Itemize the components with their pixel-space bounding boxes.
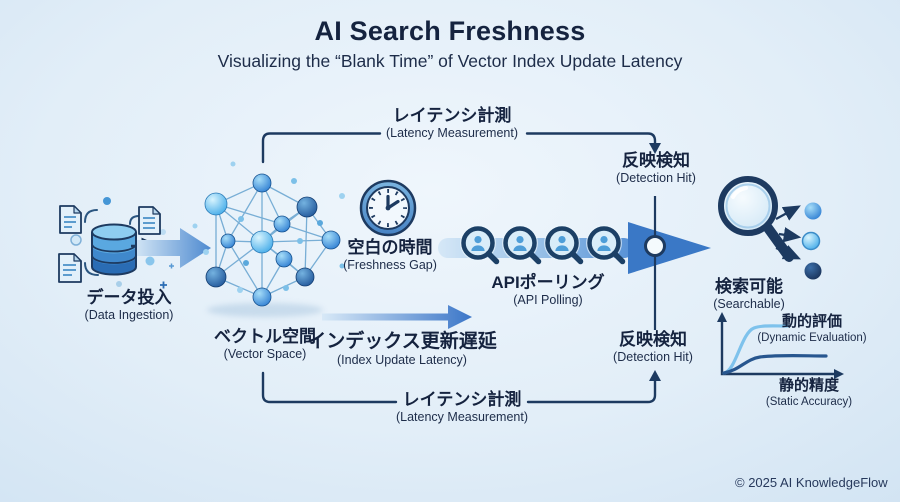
axis-arrow-icon xyxy=(717,312,727,322)
latency-bracket-top xyxy=(261,132,661,164)
detection-hit-node-icon xyxy=(644,235,666,257)
document-icon xyxy=(58,253,82,283)
result-arrows xyxy=(775,205,802,260)
label-index-latency-en: (Index Update Latency) xyxy=(337,353,467,368)
result-node-icon xyxy=(801,231,821,251)
label-index-update-latency: インデックス更新遅延 (Index Update Latency) xyxy=(307,331,496,369)
label-vector-space-en: (Vector Space) xyxy=(223,347,307,362)
label-detection-bottom-en: (Detection Hit) xyxy=(613,350,693,365)
axis-arrow-icon xyxy=(834,369,844,379)
label-detection-top-jp: 反映検知 xyxy=(621,151,690,170)
document-icon xyxy=(59,205,82,234)
label-static-accuracy-jp: 静的精度 xyxy=(778,377,839,394)
label-freshness-gap-jp: 空白の時間 xyxy=(347,238,433,257)
label-static-accuracy: 静的精度 (Static Accuracy) xyxy=(766,377,852,409)
label-dynamic-eval-en: (Dynamic Evaluation) xyxy=(757,331,867,344)
label-api-polling: APIポーリング (API Polling) xyxy=(491,273,604,309)
vector-network-icon xyxy=(192,161,345,307)
label-latency-measurement-bottom: レイテンシ計測 (Latency Measurement) xyxy=(396,390,528,426)
arrow-up-icon xyxy=(649,370,661,381)
database-icon xyxy=(91,223,137,276)
flow-arrow-icon xyxy=(137,228,211,268)
result-node-icon xyxy=(804,202,822,220)
index-latency-arrow-icon xyxy=(322,305,472,329)
result-node-icon xyxy=(804,262,822,280)
label-vector-space: ベクトル空間 (Vector Space) xyxy=(214,327,316,363)
label-searchable: 検索可能 (Searchable) xyxy=(713,277,785,313)
page-title: AI Search Freshness xyxy=(314,16,586,46)
label-data-ingestion: データ投入 (Data Ingestion) xyxy=(85,288,174,324)
label-data-ingestion-en: (Data Ingestion) xyxy=(84,308,174,323)
label-api-polling-jp: APIポーリング xyxy=(491,273,605,292)
label-api-polling-en: (API Polling) xyxy=(513,293,583,308)
arrow-down-icon xyxy=(649,143,661,154)
label-static-accuracy-en: (Static Accuracy) xyxy=(765,395,853,408)
label-searchable-en: (Searchable) xyxy=(713,297,785,312)
label-latency-measurement-top: レイテンシ計測 (Latency Measurement) xyxy=(386,106,518,142)
evaluation-mini-chart xyxy=(717,312,844,379)
label-freshness-gap-en: (Freshness Gap) xyxy=(343,258,437,273)
flow-arrow-icon xyxy=(628,222,711,274)
label-searchable-jp: 検索可能 xyxy=(714,277,783,296)
graph-shadow xyxy=(207,303,323,317)
static-accuracy-curve xyxy=(722,353,828,375)
label-index-latency-jp: インデックス更新遅延 xyxy=(307,331,497,352)
label-freshness-gap: 空白の時間 (Freshness Gap) xyxy=(343,238,437,274)
plus-icon xyxy=(160,281,167,289)
label-latency-top-jp: レイテンシ計測 xyxy=(392,106,512,125)
plus-icon xyxy=(169,263,174,269)
page-subtitle: Visualizing the “Blank Time” of Vector I… xyxy=(217,51,683,71)
label-detection-hit-top: 反映検知 (Detection Hit) xyxy=(616,151,696,187)
data-ingestion-cluster xyxy=(58,197,174,289)
label-latency-bottom-en: (Latency Measurement) xyxy=(395,410,529,425)
label-detection-top-en: (Detection Hit) xyxy=(616,171,696,186)
label-dynamic-evaluation: 動的評価 (Dynamic Evaluation) xyxy=(757,313,866,345)
label-detection-hit-bottom: 反映検知 (Detection Hit) xyxy=(613,330,693,366)
label-data-ingestion-jp: データ投入 xyxy=(86,288,172,307)
label-latency-bottom-jp: レイテンシ計測 xyxy=(402,390,522,409)
label-vector-space-jp: ベクトル空間 xyxy=(214,327,316,346)
label-latency-top-en: (Latency Measurement) xyxy=(385,126,519,141)
copyright: © 2025 AI KnowledgeFlow xyxy=(735,475,888,490)
dynamic-evaluation-curve xyxy=(722,324,789,375)
latency-bracket-bottom xyxy=(261,370,661,404)
label-dynamic-eval-jp: 動的評価 xyxy=(781,313,843,330)
label-detection-bottom-jp: 反映検知 xyxy=(618,330,687,349)
clock-icon xyxy=(359,179,417,237)
document-icon xyxy=(138,206,161,235)
